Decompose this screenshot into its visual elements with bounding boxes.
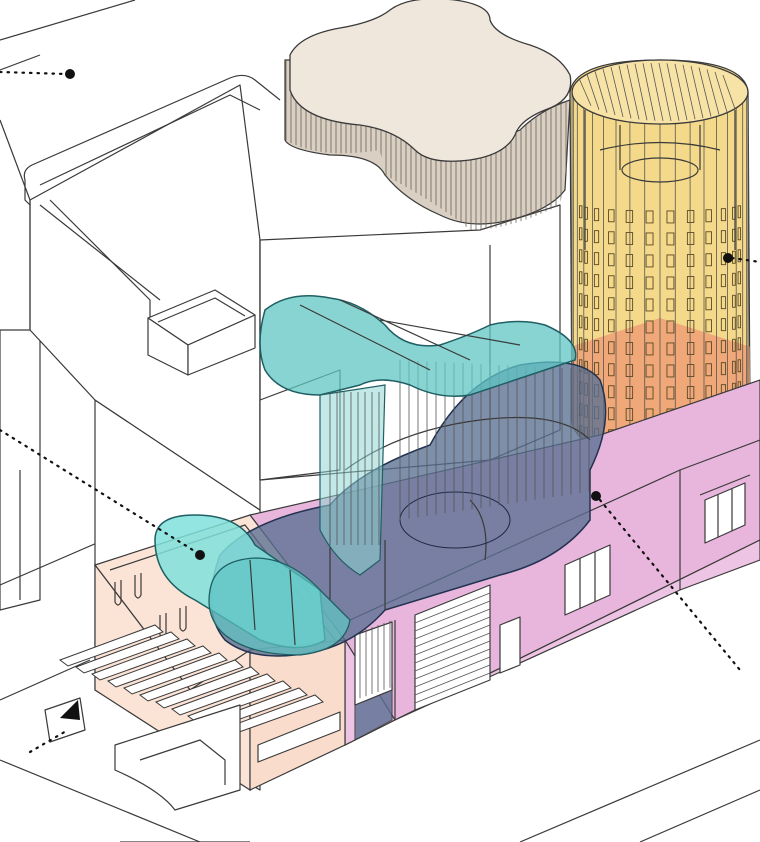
cyan-volume bbox=[154, 514, 351, 656]
callout-top-left-leader bbox=[0, 70, 68, 76]
callout-cyan-volume-leader bbox=[0, 428, 198, 554]
callout-cylinder-dot bbox=[723, 253, 733, 263]
callout-entrance-leader bbox=[28, 728, 70, 754]
callout-cyan-volume-dot bbox=[195, 550, 205, 560]
callout-slate-volume-dot bbox=[591, 491, 601, 501]
beige-roof-canopy bbox=[284, 0, 572, 230]
callout-cylinder-leader bbox=[730, 256, 760, 264]
rooftop-unit bbox=[147, 289, 256, 376]
callout-top-left-dot bbox=[65, 69, 75, 79]
callout-slate-volume-leader bbox=[598, 498, 742, 672]
teal-volume bbox=[259, 295, 577, 576]
callouts bbox=[0, 69, 760, 754]
callout-entrance-arrow bbox=[60, 700, 80, 720]
